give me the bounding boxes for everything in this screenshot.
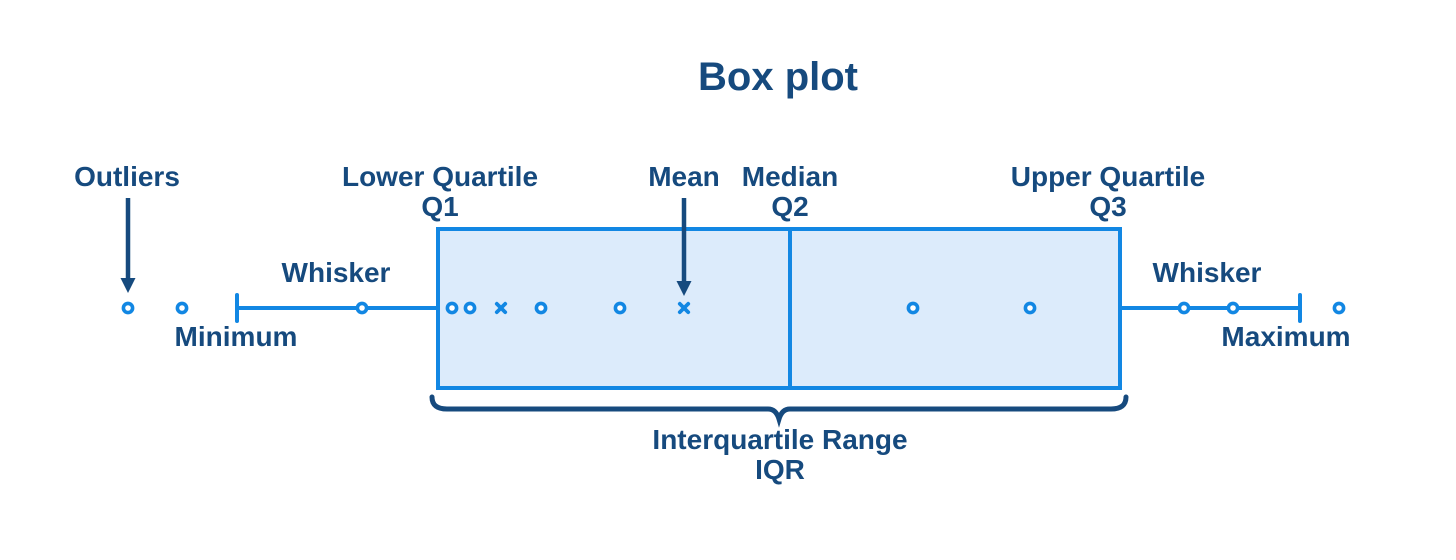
- label-interquartile-range: Interquartile Range IQR: [652, 425, 907, 485]
- label-mean: Mean: [648, 161, 720, 192]
- label-iqr: IQR: [755, 454, 805, 485]
- label-median: Median Q2: [742, 162, 838, 222]
- data-point-circle: [613, 301, 627, 315]
- mean-arrowhead: [676, 281, 692, 296]
- data-point-circle: [906, 301, 920, 315]
- data-point-circle: [445, 301, 459, 315]
- data-point-circle: [463, 301, 477, 315]
- label-maximum: Maximum: [1221, 321, 1351, 352]
- data-point-cross: [494, 301, 508, 315]
- label-upper-quartile-text: Upper Quartile: [1010, 161, 1206, 192]
- data-point-circle: [1332, 301, 1346, 315]
- label-outliers: Outliers: [74, 161, 180, 192]
- label-whisker-left: Whisker: [281, 257, 391, 288]
- label-lower-quartile: Lower Quartile Q1: [342, 162, 538, 222]
- data-point-circle: [121, 301, 135, 315]
- data-point-circle: [1226, 301, 1240, 315]
- label-q2: Q2: [771, 191, 809, 222]
- outliers-arrowhead: [120, 278, 136, 293]
- data-point-circle: [1023, 301, 1037, 315]
- label-whisker-right: Whisker: [1152, 257, 1262, 288]
- diagram-title: Box plot: [698, 55, 858, 99]
- iqr-brace: [429, 394, 1129, 428]
- label-lower-quartile-text: Lower Quartile: [341, 161, 539, 192]
- data-point-cross: [677, 301, 691, 315]
- data-point-circle: [175, 301, 189, 315]
- label-q3: Q3: [1089, 191, 1127, 222]
- data-point-circle: [355, 301, 369, 315]
- label-upper-quartile: Upper Quartile Q3: [1011, 162, 1205, 222]
- label-median-text: Median: [741, 161, 839, 192]
- data-point-circle: [1177, 301, 1191, 315]
- label-interquartile-range-text: Interquartile Range: [652, 424, 908, 455]
- iqr-box: [436, 227, 1122, 390]
- label-minimum: Minimum: [174, 321, 298, 352]
- data-point-circle: [534, 301, 548, 315]
- label-q1: Q1: [421, 191, 459, 222]
